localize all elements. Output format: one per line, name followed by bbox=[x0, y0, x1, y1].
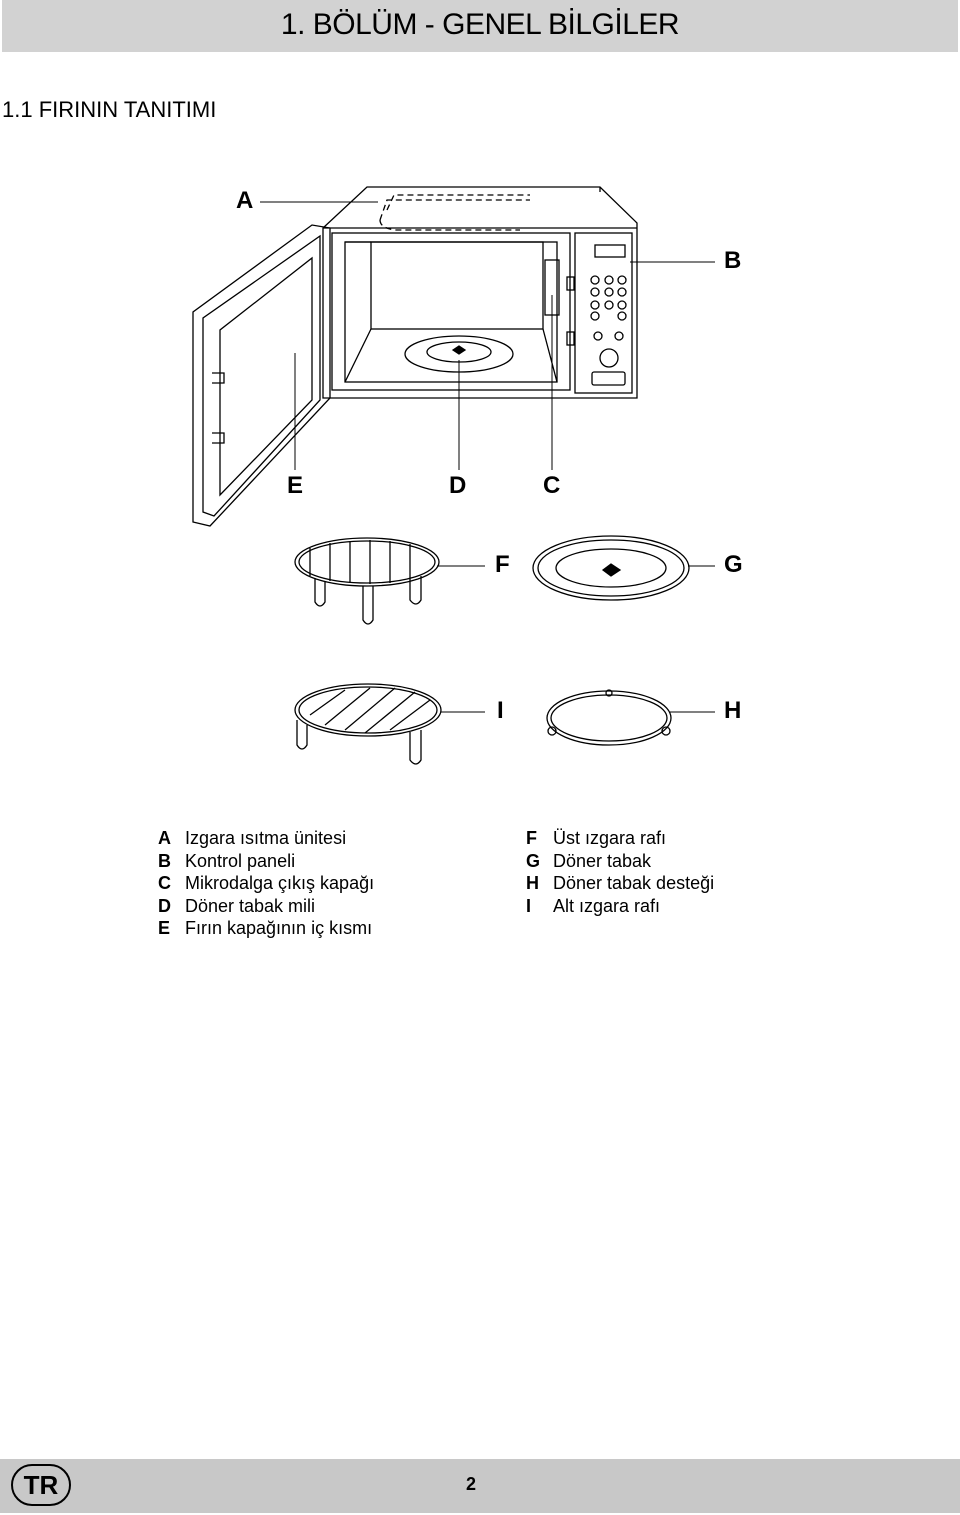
legend-letter: F bbox=[526, 828, 537, 848]
legend-text: Döner tabak mili bbox=[185, 895, 316, 916]
callout-label-h: H bbox=[724, 697, 741, 724]
legend-left: A Izgara ısıtma ünitesi B Kontrol paneli C… bbox=[158, 827, 374, 940]
legend-letter: D bbox=[158, 895, 171, 916]
legend-text: Alt ızgara rafı bbox=[553, 895, 661, 916]
legend-text: Fırın kapağının iç kısmı bbox=[185, 918, 373, 938]
callout-label-i: I bbox=[497, 697, 504, 724]
footer-bar bbox=[0, 1459, 960, 1513]
callout-label-c: C bbox=[543, 472, 560, 499]
legend-text: Üst ızgara rafı bbox=[553, 828, 667, 848]
language-badge: TR bbox=[11, 1464, 71, 1506]
legend-item: C Mikrodalga çıkış kapağı bbox=[158, 872, 374, 895]
callout-label-a: A bbox=[236, 187, 253, 214]
legend-right: F Üst ızgara rafı G Döner tabak H Döner tab… bbox=[526, 827, 714, 917]
legend-text: Döner tabak bbox=[553, 850, 652, 871]
legend-letter: E bbox=[158, 918, 171, 938]
turntable-plate bbox=[532, 535, 690, 601]
callout-label-d: D bbox=[449, 472, 466, 499]
legend-letter: A bbox=[158, 828, 171, 848]
legend-item: G Döner tabak bbox=[526, 850, 714, 873]
legend-text: Döner tabak desteği bbox=[553, 873, 715, 893]
legend-item: F Üst ızgara rafı bbox=[526, 827, 714, 850]
oven-door bbox=[192, 224, 331, 527]
callout-label-g: G bbox=[724, 551, 743, 578]
page-number: 2 bbox=[466, 1474, 477, 1494]
callout-label-b: B bbox=[724, 247, 741, 274]
header-bar bbox=[2, 0, 958, 52]
section-title: 1.1 FIRININ TANITIMI bbox=[2, 97, 217, 122]
legend-letter: B bbox=[158, 850, 171, 871]
page-title: 1. BÖLÜM - GENEL BİLGİLER bbox=[280, 8, 680, 41]
turntable-support-ring bbox=[546, 689, 672, 746]
callout-label-e: E bbox=[287, 472, 303, 499]
legend-letter: G bbox=[526, 850, 541, 871]
callout-label-f: F bbox=[495, 551, 510, 578]
legend-item: I Alt ızgara rafı bbox=[526, 895, 714, 918]
legend-item: E Fırın kapağının iç kısmı bbox=[158, 917, 374, 940]
legend-item: H Döner tabak desteği bbox=[526, 872, 714, 895]
legend-item: D Döner tabak mili bbox=[158, 895, 374, 918]
microwave-body bbox=[322, 186, 638, 399]
legend-letter: H bbox=[526, 873, 539, 893]
legend-text: Izgara ısıtma ünitesi bbox=[185, 828, 347, 848]
legend-item: B Kontrol paneli bbox=[158, 850, 374, 873]
legend-text: Mikrodalga çıkış kapağı bbox=[185, 873, 375, 893]
upper-grill-rack bbox=[294, 537, 440, 625]
legend-letter: C bbox=[158, 873, 171, 893]
callout-leader-lines bbox=[260, 201, 715, 713]
legend-item: A Izgara ısıtma ünitesi bbox=[158, 827, 374, 850]
microwave-diagram: A B C D E F G H I bbox=[0, 170, 960, 790]
lower-grill-rack bbox=[294, 683, 442, 765]
legend-text: Kontrol paneli bbox=[185, 850, 296, 871]
legend-letter: I bbox=[526, 895, 532, 916]
